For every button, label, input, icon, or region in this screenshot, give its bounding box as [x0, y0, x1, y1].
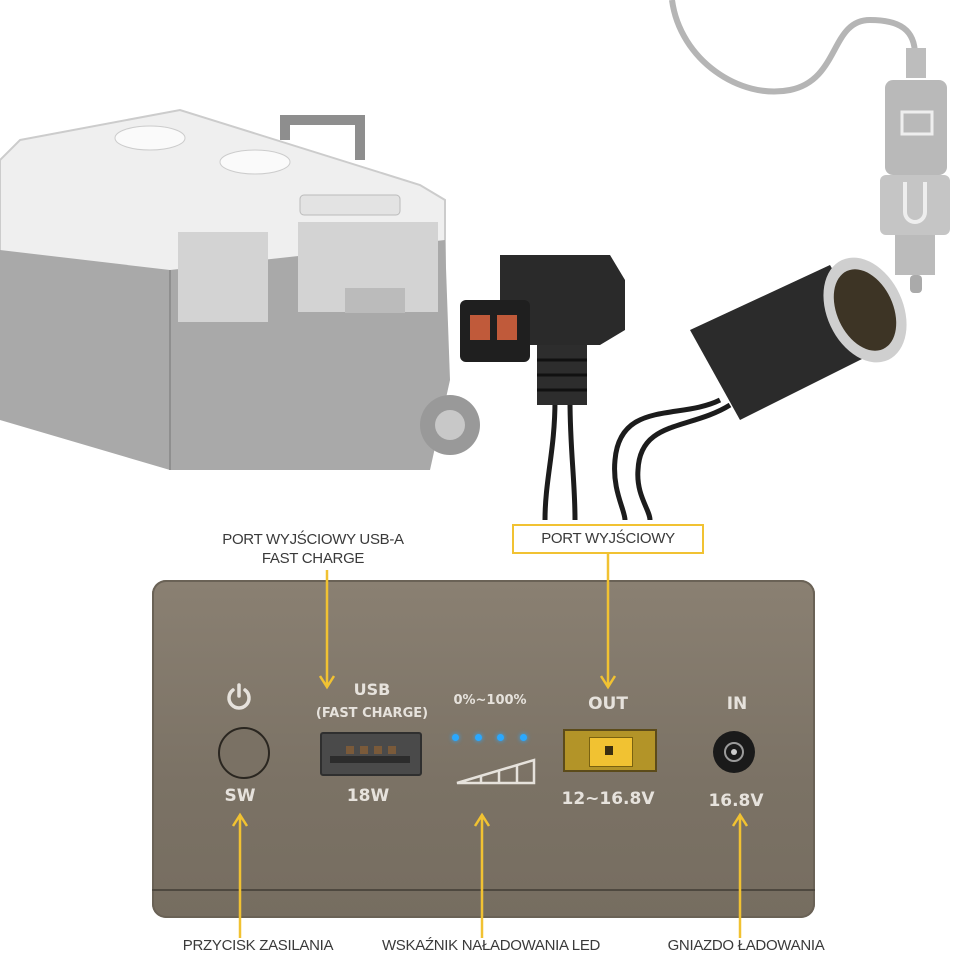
led-indicator-label: WSKAŹNIK NAŁADOWANIA LED — [381, 937, 601, 954]
usb-arrow-icon — [318, 570, 336, 690]
battery-led — [497, 734, 504, 741]
power-button-arrow-icon — [231, 812, 249, 938]
out-label: OUT — [588, 694, 628, 714]
usb-a-port[interactable] — [320, 732, 422, 776]
dc-input-jack[interactable] — [713, 731, 755, 773]
led-arrow-icon — [473, 812, 491, 938]
out-voltage-label: 12~16.8V — [561, 789, 655, 809]
battery-led — [474, 734, 482, 741]
sw-label: SW — [224, 786, 256, 806]
cigarette-socket-cable-illustration — [612, 257, 907, 520]
battery-led — [519, 734, 527, 741]
in-voltage-label: 16.8V — [708, 791, 764, 811]
power-button[interactable] — [218, 727, 270, 779]
in-label: IN — [726, 694, 748, 714]
power-icon — [227, 683, 251, 710]
usb-port-label-line1: PORT WYJŚCIOWY USB-A — [222, 531, 404, 548]
output-arrow-icon — [599, 552, 617, 690]
output-port[interactable] — [563, 729, 657, 772]
charging-socket-label: GNIAZDO ŁADOWANIA — [667, 937, 825, 954]
cooler-illustration — [0, 108, 480, 470]
product-illustration — [0, 0, 950, 520]
power-button-label: PRZYCISK ZASILANIA — [182, 937, 334, 954]
usb-power-label: 18W — [346, 786, 390, 806]
battery-range-label: 0%~100% — [453, 693, 527, 708]
car-charger-plug-illustration — [669, 0, 950, 293]
usb-sub-label: (FAST CHARGE) — [315, 706, 429, 721]
output-port-label: PORT WYJŚCIOWY — [541, 530, 675, 547]
charging-socket-arrow-icon — [731, 812, 749, 938]
usb-label: USB — [353, 680, 391, 699]
dc-connector-cable-illustration — [460, 255, 625, 520]
battery-level-ramp-icon — [456, 758, 536, 785]
usb-port-label-line2: FAST CHARGE — [261, 550, 365, 567]
battery-led — [452, 734, 459, 741]
panel-edge-divider — [152, 889, 815, 891]
